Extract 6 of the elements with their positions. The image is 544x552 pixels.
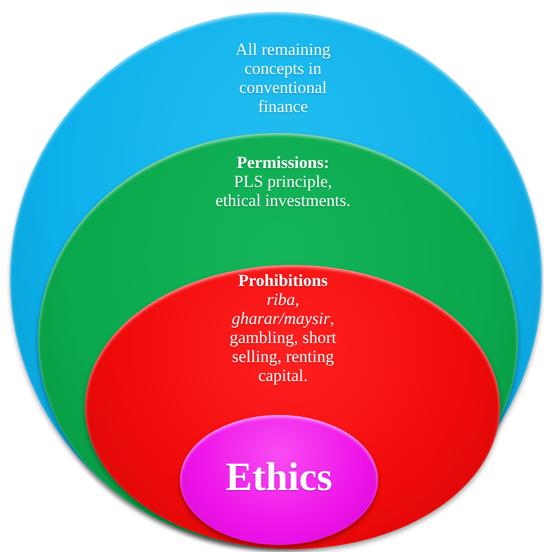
heading: Prohibitions: [238, 271, 328, 290]
outer-ring-text: All remaining concepts in conventional finance: [234, 40, 332, 116]
center-label: Ethics: [226, 455, 332, 500]
body-text: riba, gharar/maysir, gambling, short selling, renting capital.: [228, 290, 338, 386]
body-text: PLS principle, ethical investments.: [214, 172, 352, 210]
heading: Permissions:: [236, 153, 330, 172]
